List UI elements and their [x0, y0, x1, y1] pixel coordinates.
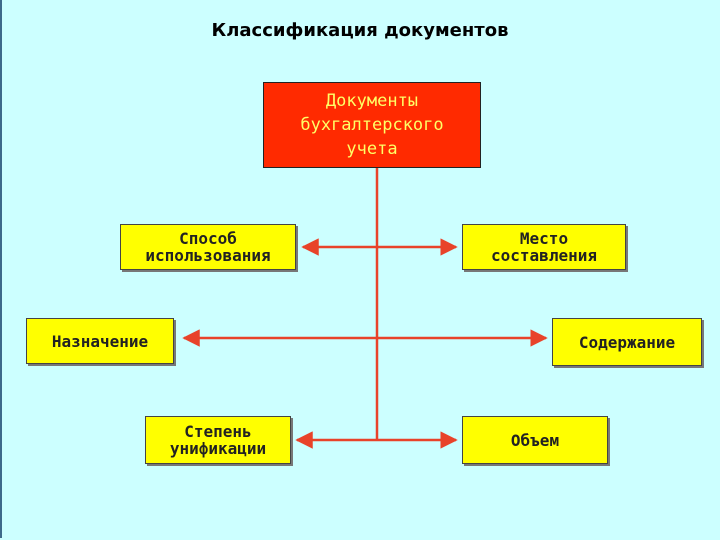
node-place-of-compilation: Место составления — [462, 224, 626, 270]
node-unification-degree: Степень унификации — [145, 416, 291, 464]
slide-title: Классификация документов — [211, 20, 509, 41]
root-node: Документы бухгалтерского учета — [263, 82, 481, 168]
node-content: Содержание — [552, 318, 702, 366]
node-volume: Объем — [462, 416, 608, 464]
node-purpose: Назначение — [26, 318, 174, 364]
node-usage-method: Способ использования — [120, 224, 296, 270]
